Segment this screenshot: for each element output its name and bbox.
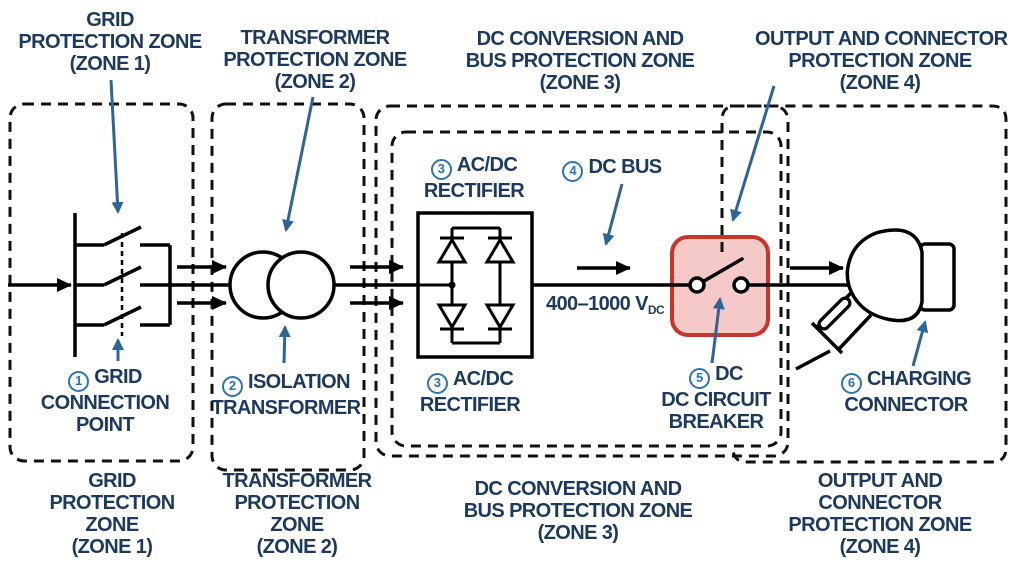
label-text: ISOLATION	[247, 371, 351, 393]
zone-4-top-line: OUTPUT AND CONNECTOR	[755, 28, 1008, 50]
label-text: TRANSFORMER	[211, 397, 362, 419]
voltage-subscript: DC	[647, 303, 665, 317]
zone-1-top-line: GRID	[86, 9, 134, 31]
zone-4-top-line: (ZONE 4)	[839, 72, 921, 94]
zone-4-pointer-arrow	[730, 85, 776, 222]
zone-3-bottom-line: BUS PROTECTION ZONE	[463, 500, 693, 522]
zone-1-top-label: GRID PROTECTION ZONE (ZONE 1)	[10, 9, 210, 75]
zone-1-bottom-line: ZONE	[85, 514, 139, 536]
dc-bus-voltage-label: 400–1000 VDC	[538, 293, 672, 317]
zone-4-bottom-line: CONNECTOR	[818, 492, 942, 514]
label-text: RECTIFIER	[419, 394, 521, 416]
circled-number-5: 5	[689, 368, 711, 389]
zone-4-box	[720, 104, 1008, 464]
label-text: GRID	[94, 366, 142, 388]
zone-1-bottom-line: PROTECTION	[49, 492, 175, 514]
zone-1-box	[8, 102, 195, 463]
zone-3-top-line: (ZONE 3)	[539, 72, 621, 94]
annotation-arrows	[109, 79, 929, 367]
zone-1-top-line: PROTECTION ZONE	[18, 31, 202, 53]
zone-3-outer-box	[374, 104, 790, 458]
zone-2-top-line: TRANSFORMER	[240, 27, 391, 49]
label-text: BREAKER	[668, 411, 764, 433]
connector-pointer-arrow	[911, 320, 929, 367]
zone-3-bottom-line: (ZONE 3)	[537, 522, 619, 544]
label-text: CHARGING	[866, 368, 972, 390]
zone-2-bottom-label: TRANSFORMER PROTECTION ZONE (ZONE 2)	[217, 470, 377, 558]
zone-4-bottom-line: OUTPUT AND	[817, 470, 943, 492]
zone-4-bottom-line: (ZONE 4)	[839, 536, 921, 558]
zone-1-bottom-line: (ZONE 1)	[71, 536, 153, 558]
label-text: RECTIFIER	[423, 180, 525, 202]
circled-number-3: 3	[426, 373, 448, 394]
zone-1-bottom-label: GRID PROTECTION ZONE (ZONE 1)	[32, 470, 192, 558]
zone-4-top-label: OUTPUT AND CONNECTOR PROTECTION ZONE (ZO…	[755, 28, 1008, 94]
zone-3-bottom-label: DC CONVERSION AND BUS PROTECTION ZONE (Z…	[443, 478, 713, 544]
zone-2-pointer-arrow	[282, 96, 315, 232]
voltage-text: 400–1000 V	[545, 293, 648, 315]
label-text: DC CIRCUIT	[661, 389, 771, 411]
dc-breaker-switch-symbol	[672, 257, 768, 294]
zone-2-top-label: TRANSFORMER PROTECTION ZONE (ZONE 2)	[215, 27, 415, 93]
zone-4-top-line: PROTECTION ZONE	[788, 50, 972, 72]
zone-2-top-line: (ZONE 2)	[274, 71, 356, 93]
zone-3-top-line: BUS PROTECTION ZONE	[465, 50, 695, 72]
dc-bus-pointer-arrow	[602, 183, 624, 246]
zone-3-inner-box	[390, 130, 783, 448]
label-text: CONNECTION	[40, 392, 170, 414]
zone-1-bottom-line: GRID	[88, 470, 136, 492]
rectifier-symbol	[416, 211, 534, 359]
zone-2-bottom-line: PROTECTION	[234, 492, 360, 514]
zone-3-bottom-line: DC CONVERSION AND	[474, 478, 682, 500]
label-text: AC/DC	[452, 368, 514, 390]
protection-zone-boxes	[8, 102, 1008, 472]
circled-number-4: 4	[562, 161, 584, 182]
circled-number-6: 6	[840, 373, 862, 394]
zone-4-bottom-label: OUTPUT AND CONNECTOR PROTECTION ZONE (ZO…	[780, 470, 980, 558]
isolation-transformer-symbol	[228, 250, 336, 320]
breaker-pointer-arrow	[710, 297, 725, 364]
charging-connector-symbol	[795, 228, 956, 371]
zone-2-bottom-line: ZONE	[270, 514, 324, 536]
zone-3-top-line: DC CONVERSION AND	[476, 28, 684, 50]
circled-number-3: 3	[430, 159, 452, 180]
transformer-pointer-arrow	[278, 325, 291, 364]
label-text: DC	[715, 363, 743, 385]
zone-4-bottom-line: PROTECTION ZONE	[788, 514, 972, 536]
circled-number-2: 2	[221, 376, 243, 397]
label-text: POINT	[75, 414, 135, 436]
zone-2-bottom-line: TRANSFORMER	[222, 470, 373, 492]
zone-1-pointer-arrow	[109, 79, 124, 214]
circled-number-1: 1	[68, 371, 90, 392]
grid-switch-symbol	[73, 213, 172, 357]
zone-2-top-line: PROTECTION ZONE	[223, 49, 407, 71]
label-text: DC BUS	[588, 156, 662, 178]
zone-2-box	[210, 102, 366, 472]
circuit	[8, 211, 956, 371]
zone-1-top-line: (ZONE 1)	[69, 53, 151, 75]
zone-2-bottom-line: (ZONE 2)	[256, 536, 338, 558]
label-text: CONNECTOR	[844, 394, 968, 416]
label-text: AC/DC	[456, 154, 518, 176]
zone-3-top-label: DC CONVERSION AND BUS PROTECTION ZONE (Z…	[455, 28, 705, 94]
